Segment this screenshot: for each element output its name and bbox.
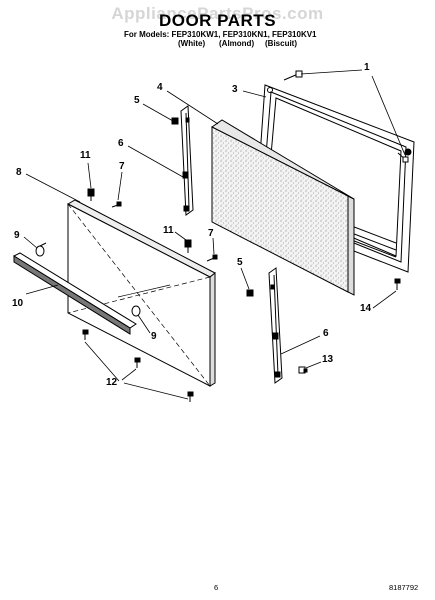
small-screws [82,117,401,402]
liner-screws [283,70,409,163]
models-line: For Models: FEP310KW1, FEP310KN1, FEP310… [124,30,317,39]
callout-14: 14 [360,303,372,314]
outer-door-panel [66,199,216,387]
handle-spacers [35,242,141,317]
callout-13: 13 [322,354,334,365]
page-title: DOOR PARTS [158,11,277,30]
callout-7-upper: 7 [119,161,125,172]
callout-6-lower: 6 [323,328,329,339]
callout-4: 4 [157,82,163,93]
callout-5-upper: 5 [134,95,140,106]
leader-lines [23,69,406,400]
watermark: AppliancePartsPros.com [111,4,324,23]
callout-1: 1 [364,62,370,73]
variant-almond: (Almond) [219,39,255,48]
hinge-left [180,105,194,216]
callout-9-left: 9 [14,230,20,241]
door-insulation [211,119,355,296]
callout-6-upper: 6 [118,138,124,149]
callout-11-upper: 11 [80,150,91,161]
door-handle [12,252,137,335]
callout-11-lower: 11 [163,225,174,236]
hinge-right [268,267,283,384]
variant-biscuit: (Biscuit) [265,39,297,48]
callout-9-right: 9 [151,331,157,342]
callout-12: 12 [106,377,118,388]
part-number: 8187792 [389,583,419,592]
callout-3: 3 [232,84,238,95]
variant-white: (White) [178,39,206,48]
page-number: 6 [214,583,219,592]
callout-8: 8 [16,167,22,178]
callout-10: 10 [12,298,24,309]
callout-7-lower: 7 [208,228,214,239]
callout-5-lower: 5 [237,257,243,268]
